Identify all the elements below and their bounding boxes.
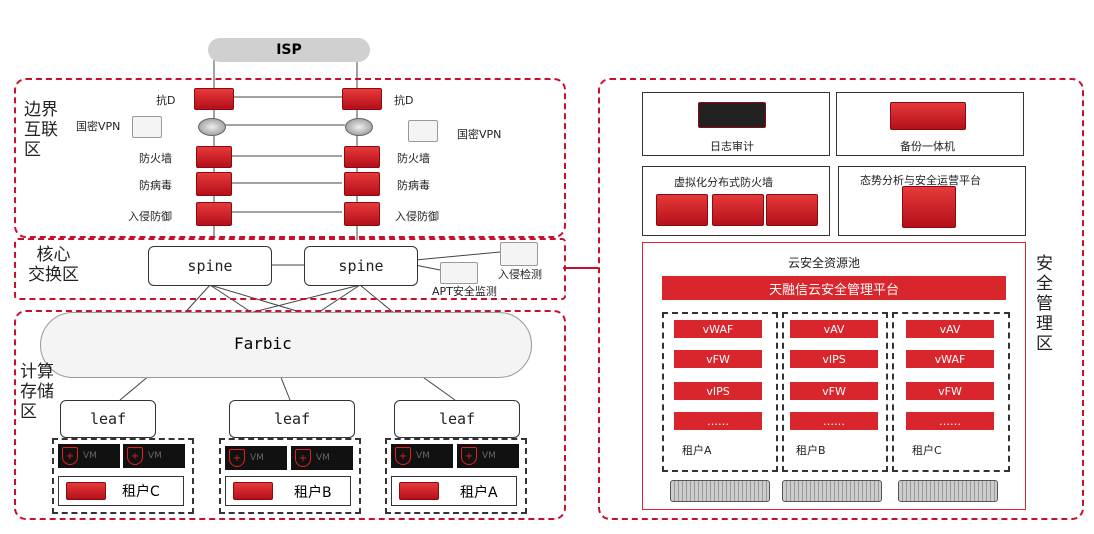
backup-device bbox=[890, 102, 966, 130]
vfw-device-2 bbox=[712, 194, 764, 226]
ips-label-right: 入侵防御 bbox=[395, 210, 439, 223]
apt-label: APT安全监测 bbox=[432, 285, 497, 298]
vm-b2: +VM bbox=[291, 446, 353, 470]
pool-col-label: 租户C bbox=[912, 444, 942, 457]
vm-a1: +VM bbox=[391, 444, 453, 468]
spine-switch-right: spine bbox=[304, 246, 418, 286]
shield-icon: + bbox=[395, 447, 411, 465]
server-2 bbox=[782, 480, 882, 502]
tenant-a-group bbox=[385, 438, 527, 514]
border-zone bbox=[14, 78, 566, 238]
router-icon-left bbox=[198, 118, 226, 136]
ids-label: 入侵检测 bbox=[498, 268, 542, 281]
server-1 bbox=[670, 480, 770, 502]
tenant-b-box bbox=[225, 476, 351, 506]
backup-label: 备份一体机 bbox=[900, 140, 955, 153]
firewall-label-left: 防火墙 bbox=[139, 152, 172, 165]
service-bar: vFW bbox=[674, 350, 762, 368]
service-bar: vWAF bbox=[674, 320, 762, 338]
core-zone-label: 核心 交换区 bbox=[28, 245, 79, 285]
vm-c1: +VM bbox=[58, 444, 120, 468]
service-bar: …… bbox=[906, 412, 994, 430]
antivirus-label-left: 防病毒 bbox=[139, 179, 172, 192]
vfw-device-3 bbox=[766, 194, 818, 226]
leaf-switch-3: leaf bbox=[394, 400, 520, 438]
service-bar: vFW bbox=[906, 382, 994, 400]
shield-icon: + bbox=[295, 449, 311, 467]
router-icon-right bbox=[345, 118, 373, 136]
vfw-label: 虚拟化分布式防火墙 bbox=[674, 176, 773, 189]
leaf-switch-2: leaf bbox=[229, 400, 355, 438]
log-audit-device bbox=[698, 102, 766, 128]
pool-col-c bbox=[892, 312, 1010, 472]
anti-d-label-left: 抗D bbox=[156, 94, 176, 107]
situation-icon bbox=[902, 186, 956, 228]
tenant-a-label: 租户A bbox=[460, 485, 498, 501]
tenant-b-label: 租户B bbox=[294, 485, 332, 501]
vfw-device-1 bbox=[656, 194, 708, 226]
pool-title: 云安全资源池 bbox=[788, 256, 861, 270]
security-zone-label: 安 全 管 理 区 bbox=[1036, 254, 1053, 354]
border-zone-label: 边界 互联 区 bbox=[24, 100, 58, 160]
leaf-switch-1: leaf bbox=[60, 400, 156, 438]
service-bar: …… bbox=[790, 412, 878, 430]
anti-ddos-device-right bbox=[342, 88, 382, 110]
vm-a2: +VM bbox=[457, 444, 519, 468]
spine-switch-left: spine bbox=[148, 246, 272, 286]
anti-d-label-right: 抗D bbox=[394, 94, 414, 107]
shield-icon: + bbox=[127, 447, 143, 465]
antivirus-device-right bbox=[344, 172, 380, 196]
vpn-device-right bbox=[408, 120, 438, 142]
service-bar: vAV bbox=[790, 320, 878, 338]
tenant-b-firewall bbox=[233, 482, 273, 500]
platform-bar: 天融信云安全管理平台 bbox=[662, 276, 1006, 300]
core-zone bbox=[14, 238, 566, 300]
firewall-device-left bbox=[196, 146, 232, 168]
firewall-device-right bbox=[344, 146, 380, 168]
tenant-c-group bbox=[52, 438, 194, 514]
vpn-label-right: 国密VPN bbox=[457, 128, 502, 141]
compute-zone bbox=[14, 310, 566, 520]
anti-ddos-device-left bbox=[194, 88, 234, 110]
service-bar: …… bbox=[674, 412, 762, 430]
shield-icon: + bbox=[62, 447, 78, 465]
service-bar: vFW bbox=[790, 382, 878, 400]
pool-col-label: 租户A bbox=[682, 444, 712, 457]
security-zone bbox=[598, 78, 1084, 520]
vpn-device-left bbox=[132, 116, 162, 138]
antivirus-label-right: 防病毒 bbox=[397, 179, 430, 192]
pool-col-label: 租户B bbox=[796, 444, 826, 457]
vm-c2: +VM bbox=[123, 444, 185, 468]
tenant-c-firewall bbox=[66, 482, 106, 500]
antivirus-device-left bbox=[196, 172, 232, 196]
vpn-label-left: 国密VPN bbox=[76, 120, 121, 133]
tenant-b-group bbox=[219, 438, 361, 514]
situation-label: 态势分析与安全运营平台 bbox=[860, 174, 981, 187]
tenant-a-firewall bbox=[399, 482, 439, 500]
service-bar: vWAF bbox=[906, 350, 994, 368]
log-audit-label: 日志审计 bbox=[710, 140, 754, 153]
ips-device-left bbox=[196, 202, 232, 226]
fabric-cloud bbox=[40, 312, 532, 378]
pool-col-a bbox=[662, 312, 778, 472]
fabric-label: Farbic bbox=[234, 334, 292, 353]
service-bar: vIPS bbox=[790, 350, 878, 368]
isp-cloud: ISP bbox=[208, 38, 370, 62]
apt-device bbox=[440, 262, 478, 284]
tenant-c-label: 租户C bbox=[122, 484, 160, 500]
service-bar: vIPS bbox=[674, 382, 762, 400]
service-bar: vAV bbox=[906, 320, 994, 338]
shield-icon: + bbox=[229, 449, 245, 467]
shield-icon: + bbox=[461, 447, 477, 465]
ids-device bbox=[500, 242, 538, 266]
firewall-label-right: 防火墙 bbox=[397, 152, 430, 165]
cloud-security-pool bbox=[642, 242, 1026, 510]
compute-zone-label: 计算 存储 区 bbox=[20, 362, 54, 422]
server-3 bbox=[898, 480, 998, 502]
pool-col-b bbox=[782, 312, 888, 472]
ips-label-left: 入侵防御 bbox=[128, 210, 172, 223]
ips-device-right bbox=[344, 202, 380, 226]
vm-b1: +VM bbox=[225, 446, 287, 470]
